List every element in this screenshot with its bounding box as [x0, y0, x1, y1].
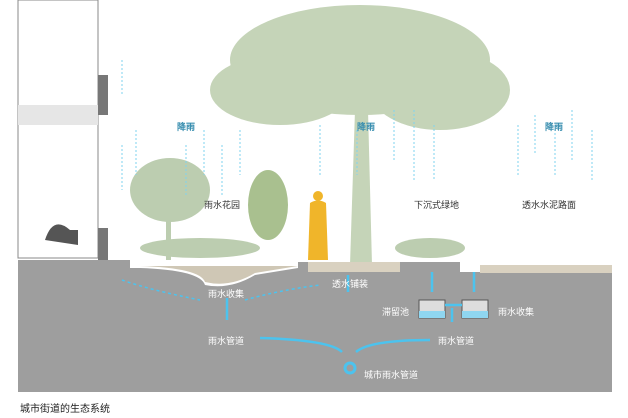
permeable-paving-label: 透水铺装: [332, 280, 369, 290]
retention-pond-label: 滞留池: [382, 308, 410, 318]
rain-label-1: 降雨: [177, 123, 196, 133]
sunken-green-label: 下沉式绿地: [414, 201, 460, 211]
city-pipe-icon: [343, 361, 357, 375]
permeable-paving-layer: [308, 262, 400, 272]
rain-label-2: 降雨: [357, 123, 376, 133]
rainfall-lines: [121, 60, 593, 195]
small-trees: [130, 158, 465, 260]
city-pipe-label: 城市雨水管道: [364, 371, 419, 381]
water-flow-arrows: [225, 272, 476, 354]
rain-garden-soil: [140, 266, 298, 284]
permeable-concrete-layer: [480, 265, 612, 273]
rain-garden-label: 雨水花园: [204, 201, 241, 211]
pipe-label-2: 雨水管道: [438, 337, 475, 347]
rain-collect-label-1: 雨水收集: [208, 290, 245, 300]
permeable-concrete-label: 透水水泥路面: [522, 201, 577, 211]
large-tree: [210, 5, 510, 265]
pipe-label-1: 雨水管道: [208, 337, 245, 347]
building: [17, 0, 108, 260]
retention-tanks: [418, 299, 489, 319]
person-figure: [308, 191, 328, 260]
figure-caption: 城市街道的生态系统: [20, 404, 110, 415]
rain-collect-label-2: 雨水收集: [498, 308, 535, 318]
rain-label-3: 降雨: [545, 123, 564, 133]
ground-section: [18, 260, 612, 392]
